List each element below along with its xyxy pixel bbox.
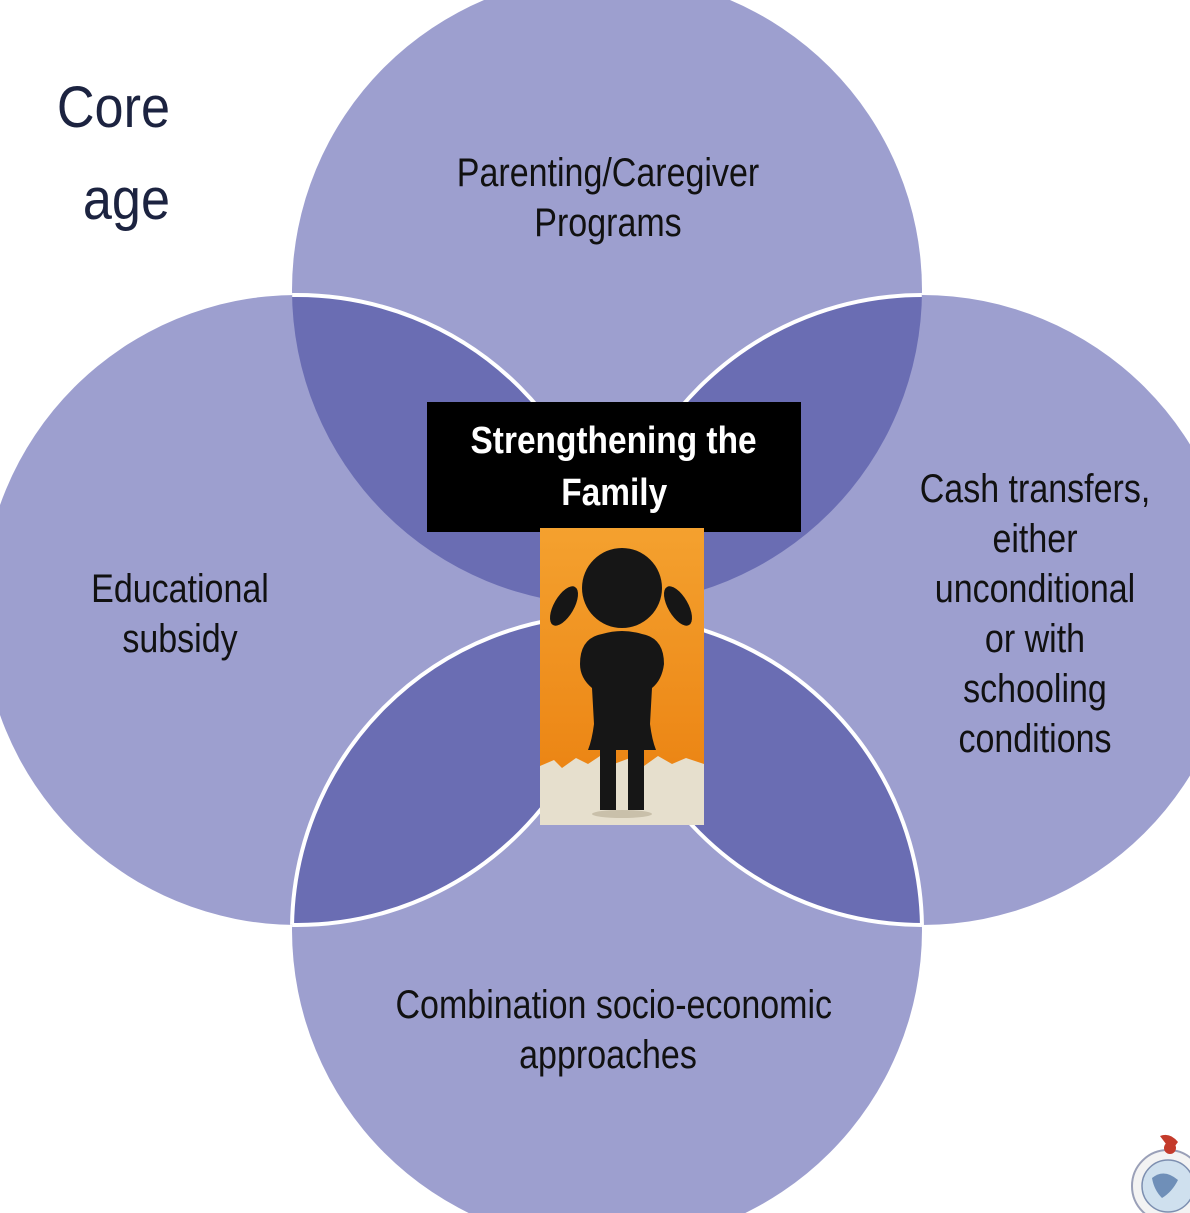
label-right-line-6: conditions [958,717,1112,761]
edge-left-in-top [292,293,614,605]
label-right-line-4: or with [984,617,1086,661]
label-top-line-1: Parenting/Caregiver [456,151,760,195]
center-label-line-1: Strengthening the [470,420,758,462]
label-top-line-2: Programs [534,201,682,245]
label-bottom-line-1: Combination socio-economic [395,983,833,1027]
label-right-line-5: schooling [963,667,1107,711]
label-right-line-3: unconditional [934,567,1136,611]
center-label-line-2: Family [561,472,667,514]
girl-silhouette-icon [540,528,704,825]
overlap-bottom-right [607,615,922,925]
slide-title-line-1: Core [56,75,170,140]
overlap-bottom-left [292,615,612,925]
globe-seal-icon [1131,1134,1190,1213]
label-left: Educational subsidy [61,564,299,664]
label-left-line-1: Educational [91,567,269,611]
label-bottom-line-2: approaches [519,1033,697,1077]
center-label-box: Strengthening the Family [427,402,801,532]
label-right-line-2: either [992,517,1078,561]
label-bottom: Combination socio-economic approaches [395,980,833,1080]
edge-left-in-bottom [292,615,614,927]
label-left-line-2: subsidy [122,617,238,661]
label-top: Parenting/Caregiver Programs [438,148,778,248]
label-right: Cash transfers, either unconditional or … [916,464,1154,764]
slide-title: Core age [0,62,170,246]
label-right-line-1: Cash transfers, [919,467,1151,511]
slide-title-line-2: age [82,167,170,232]
